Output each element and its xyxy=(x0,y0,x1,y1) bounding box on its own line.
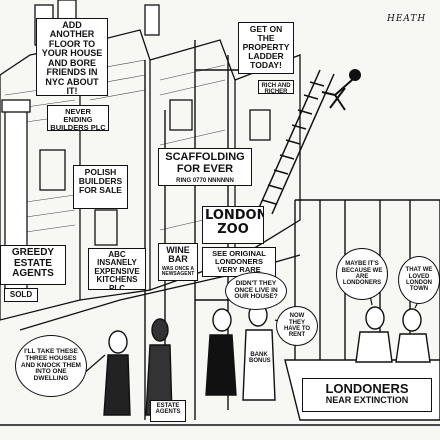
bubble-loved-london: THAT WE LOVED LONDON TOWN xyxy=(398,256,440,304)
sign-add-floor: ADD ANOTHER FLOOR TO YOUR HOUSE AND BORE… xyxy=(36,18,108,96)
cage-plaque: LONDONERS NEAR EXTINCTION xyxy=(302,378,432,412)
bubble-now-they-have: NOW THEY HAVE TO RENT xyxy=(276,306,318,346)
bubble-take-houses: I'LL TAKE THESE THREE HOUSES AND KNOCK T… xyxy=(15,335,87,397)
estate-agents-placard: ESTATE AGENTS xyxy=(150,400,186,422)
cage-plaque-sub: NEAR EXTINCTION xyxy=(325,394,409,405)
sign-london-zoo: LONDON ZOO xyxy=(202,206,264,244)
wine-bar-title: WINE BAR xyxy=(166,245,190,265)
bubble-maybe-because: MAYBE IT'S BECAUSE WE ARE LONDONERS xyxy=(336,248,388,300)
sign-polish-builders: POLISH BUILDERS FOR SALE xyxy=(73,165,128,209)
sign-property-ladder: GET ON THE PROPERTY LADDER TODAY! xyxy=(238,22,294,74)
climbing-man xyxy=(321,69,361,111)
sign-sold: SOLD xyxy=(4,288,38,302)
artist-signature: HEATH xyxy=(387,14,427,24)
pedestrians xyxy=(103,303,431,416)
scaffolding-phone: RING 0770 NNNNNN xyxy=(176,178,234,185)
wine-bar-sub: WAS ONCE A NEWSAGENT xyxy=(161,265,195,278)
scaffolding-title: SCAFFOLDING FOR EVER xyxy=(165,151,245,175)
sign-greedy-estate-agents: GREEDY ESTATE AGENTS xyxy=(0,245,66,285)
sign-scaffolding: SCAFFOLDING FOR EVER RING 0770 NNNNNN xyxy=(158,148,252,186)
bubble-didnt-they: DIDN'T THEY ONCE LIVE IN OUR HOUSE? xyxy=(225,272,287,310)
sign-wine-bar: WINE BAR WAS ONCE A NEWSAGENT xyxy=(158,243,198,281)
cage-plaque-title: LONDONERS xyxy=(325,381,409,396)
terraced-houses xyxy=(0,29,301,331)
sign-never-ending-builders: NEVER ENDING BUILDERS PLC xyxy=(47,105,109,131)
sign-rich-and-richer: RICH AND RICHER xyxy=(258,80,294,94)
property-ladder xyxy=(257,69,335,215)
sign-abc-kitchens: ABC INSANELY EXPENSIVE KITCHENS PLC xyxy=(88,248,146,290)
bank-bonus-shirt: BANK BONUS xyxy=(249,352,271,365)
